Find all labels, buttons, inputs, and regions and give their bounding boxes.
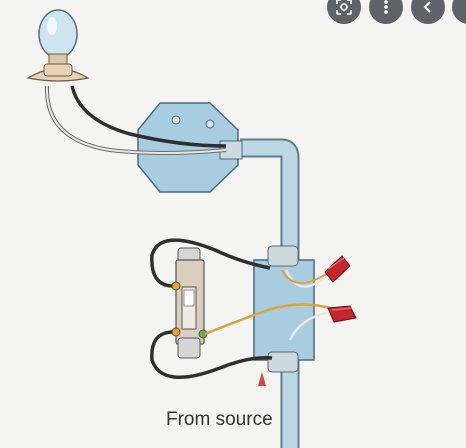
chevron-right-icon (460, 0, 466, 16)
wire-black-fixture (70, 85, 227, 148)
wire-nut-upper (324, 255, 351, 283)
more-vert-icon (384, 0, 388, 14)
ceiling-junction-box (137, 102, 243, 193)
wire-black-upper (150, 238, 271, 288)
single-pole-switch (171, 247, 208, 359)
chevron-left-icon (423, 1, 431, 13)
more-options-button[interactable] (369, 0, 403, 24)
next-button[interactable] (452, 0, 466, 24)
lens-search-icon (336, 0, 352, 15)
wire-nut-lower (327, 305, 357, 323)
source-arrow-icon (258, 372, 266, 386)
wire-bare-ground (204, 303, 331, 336)
from-source-caption: From source (166, 409, 273, 430)
wire-black-lower (150, 330, 273, 380)
switch-box (253, 245, 315, 373)
light-bulb (26, 9, 90, 82)
